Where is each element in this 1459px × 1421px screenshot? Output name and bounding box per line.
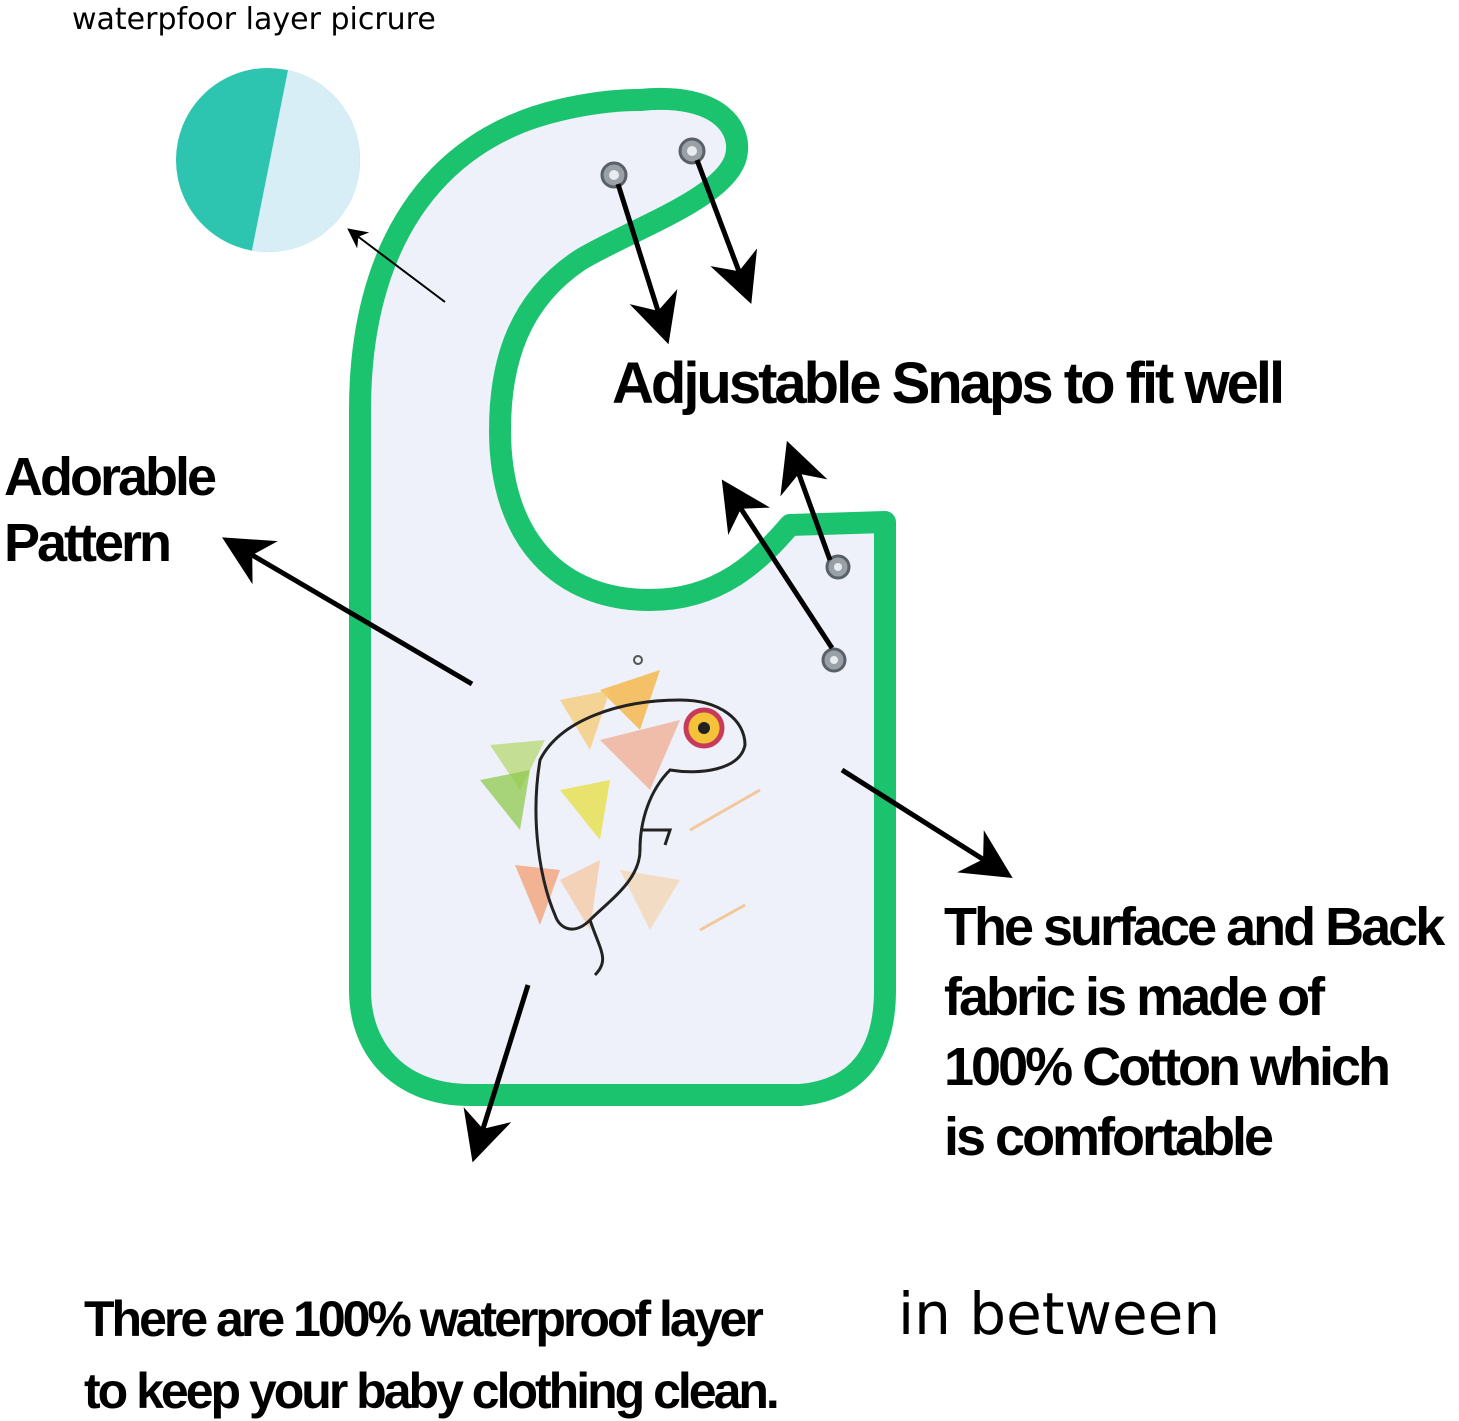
fabric-line: is comfortable — [944, 1107, 1274, 1167]
snap-button-icon — [825, 554, 851, 580]
waterproof-layer-line-2: to keep your baby clothing clean. — [84, 1363, 780, 1419]
chameleon-illustration — [480, 655, 761, 977]
fabric-line: 100% Cotton which — [944, 1037, 1391, 1097]
snap-button-icon — [600, 161, 628, 189]
bib — [349, 87, 896, 1106]
waterproof-layer-line-1: There are 100% waterproof layer — [84, 1291, 764, 1347]
fabric-line: fabric is made of — [944, 967, 1325, 1027]
arrow-icon — [222, 159, 1013, 1163]
fabric-description-label: The surface and Back fabric is made of 1… — [944, 892, 1445, 1172]
waterproof-layer-in-between: in between — [898, 1280, 1221, 1348]
adorable-pattern-label: Adorable Pattern — [4, 444, 217, 576]
adorable-pattern-line: Pattern — [4, 513, 172, 573]
waterproof-swatch — [176, 68, 360, 252]
snap-button-icon — [678, 137, 706, 165]
snap-button-icon — [821, 647, 847, 673]
waterproof-layer-picture-label: waterpfoor layer picrure — [72, 2, 436, 37]
fabric-line: The surface and Back — [944, 897, 1445, 957]
adorable-pattern-line: Adorable — [4, 447, 217, 507]
adjustable-snaps-label: Adjustable Snaps to fit well — [612, 351, 1285, 416]
